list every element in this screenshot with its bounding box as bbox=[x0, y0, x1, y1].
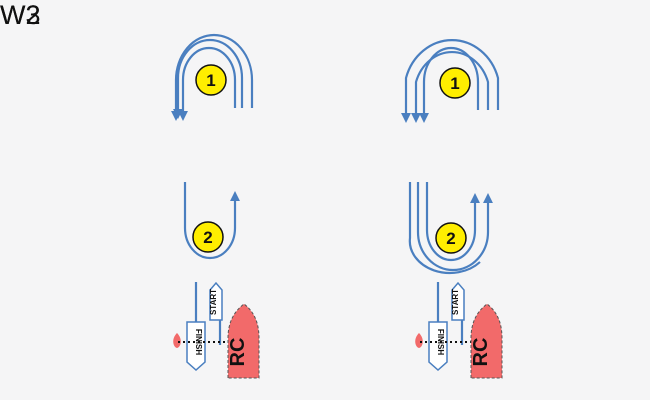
w3-leeward-loop-c bbox=[408, 182, 481, 275]
w3-committee-boat: RC bbox=[470, 303, 503, 379]
w2-windward-loop-outer bbox=[173, 38, 244, 119]
w3-mark-1-label: 1 bbox=[450, 74, 459, 93]
w2-mark-1: 1 bbox=[195, 64, 227, 96]
w3-leeward-loop-b bbox=[416, 182, 493, 272]
w3-mark-2-label: 2 bbox=[446, 229, 455, 248]
w2-mark-2: 2 bbox=[192, 221, 224, 253]
w3-leeward-loop-a bbox=[425, 182, 480, 262]
w2-committee-boat: RC bbox=[227, 303, 260, 379]
w3-mark-2: 2 bbox=[435, 222, 467, 254]
w2-mark-2-label: 2 bbox=[203, 228, 212, 247]
w3-finish-flag: FINISH bbox=[428, 321, 448, 372]
w3-course bbox=[401, 39, 500, 345]
w3-windward-loop-b bbox=[411, 50, 490, 123]
w2-rc-label: RC bbox=[227, 338, 249, 367]
w3-start-flag: START bbox=[451, 281, 465, 321]
w3-rc-label: RC bbox=[470, 338, 492, 367]
course-title-w2: W2 bbox=[0, 0, 41, 30]
w2-mark-1-label: 1 bbox=[206, 71, 215, 90]
w3-mark-1: 1 bbox=[439, 67, 471, 99]
w2-start-label: START bbox=[209, 289, 218, 315]
w3-pin-buoy bbox=[415, 333, 423, 348]
w2-windward-loop-a bbox=[178, 46, 237, 121]
w3-windward-loop-a bbox=[419, 46, 480, 123]
w2-start-flag: START bbox=[209, 281, 223, 321]
w2-leeward-loop bbox=[183, 182, 240, 260]
w2-pin-buoy bbox=[173, 333, 181, 348]
w2-windward-loop-b bbox=[171, 33, 254, 121]
course-title-w3: W3 bbox=[0, 0, 41, 30]
w2-finish-flag: FINISH bbox=[186, 321, 206, 372]
w3-windward-loop-c bbox=[401, 39, 500, 123]
w3-start-label: START bbox=[451, 289, 460, 315]
